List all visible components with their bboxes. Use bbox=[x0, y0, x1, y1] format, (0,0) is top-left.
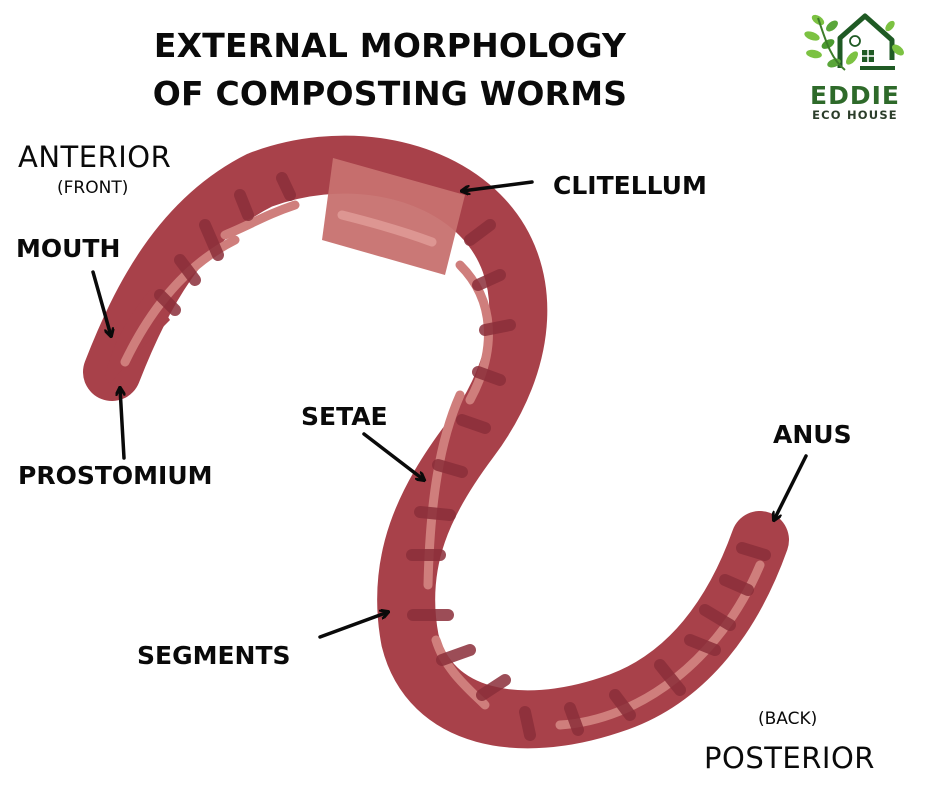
house-with-leaves-icon bbox=[804, 13, 904, 71]
logo-subtitle: ECO HOUSE bbox=[812, 108, 898, 122]
part-label-clitellum: CLITELLUM bbox=[553, 171, 707, 200]
part-label-segments: SEGMENTS bbox=[137, 641, 291, 670]
worm-stripe bbox=[220, 200, 300, 240]
posterior-note: (BACK) bbox=[758, 709, 818, 729]
part-label-mouth: MOUTH bbox=[16, 234, 121, 263]
part-label-setae: SETAE bbox=[301, 402, 388, 431]
setae-arrow bbox=[362, 432, 424, 480]
anterior-label: ANTERIOR bbox=[18, 140, 172, 174]
posterior-label: POSTERIOR bbox=[704, 741, 875, 775]
anus-arrow bbox=[774, 454, 808, 520]
anterior-note: (FRONT) bbox=[57, 178, 129, 198]
title-line-1: EXTERNAL MORPHOLOGY bbox=[153, 26, 627, 65]
clitellum-arrow bbox=[462, 180, 534, 191]
eddie-eco-house-logo: EDDIE ECO HOUSE bbox=[800, 8, 910, 122]
title-line-2: OF COMPOSTING WORMS bbox=[152, 74, 628, 113]
mouth-arrow bbox=[91, 270, 111, 336]
prostomium-arrow bbox=[120, 388, 126, 460]
page-title: EXTERNAL MORPHOLOGY OF COMPOSTING WORMS bbox=[140, 22, 640, 118]
segment-marks bbox=[154, 172, 771, 741]
segments-arrow bbox=[318, 612, 388, 639]
worm-body bbox=[83, 135, 789, 749]
logo-name: EDDIE bbox=[810, 81, 900, 110]
worm-stripe bbox=[337, 210, 437, 247]
part-label-anus: ANUS bbox=[773, 420, 852, 449]
part-label-prostomium: PROSTOMIUM bbox=[18, 461, 213, 490]
